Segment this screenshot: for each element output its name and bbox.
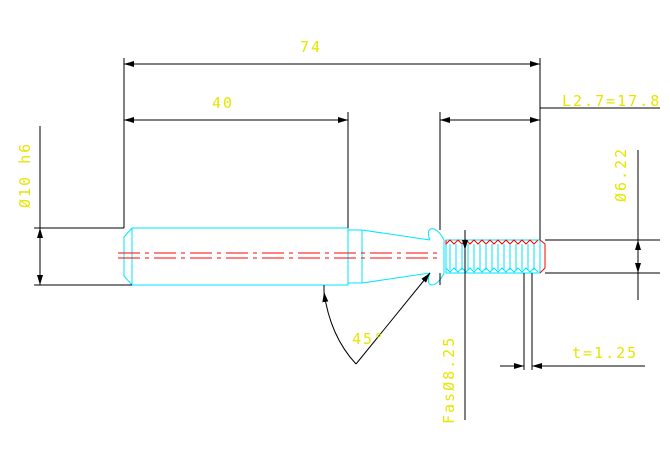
- part-outline: [123, 227, 445, 286]
- angle-leader: [355, 272, 431, 365]
- label-overall-length: 74: [300, 38, 322, 56]
- dimension-lines: [37, 61, 660, 420]
- label-pitch: t=1.25: [572, 344, 638, 362]
- dimension-labels: 74 40 L2.7=17.8 Ø10 h6 Ø6.22 45° FasØ8.2…: [16, 38, 661, 424]
- label-neck-diameter: Ø6.22: [612, 147, 630, 202]
- thread-section: [445, 239, 546, 274]
- label-chamfer-angle: 45°: [352, 330, 385, 348]
- label-shank-length: 40: [212, 94, 234, 112]
- label-thread-length: L2.7=17.8: [562, 92, 661, 110]
- centerline: [118, 252, 440, 259]
- angle-arc: [322, 291, 357, 365]
- label-shank-diameter: Ø10 h6: [16, 142, 34, 208]
- label-chamfer-diameter: FasØ8.25: [440, 336, 458, 424]
